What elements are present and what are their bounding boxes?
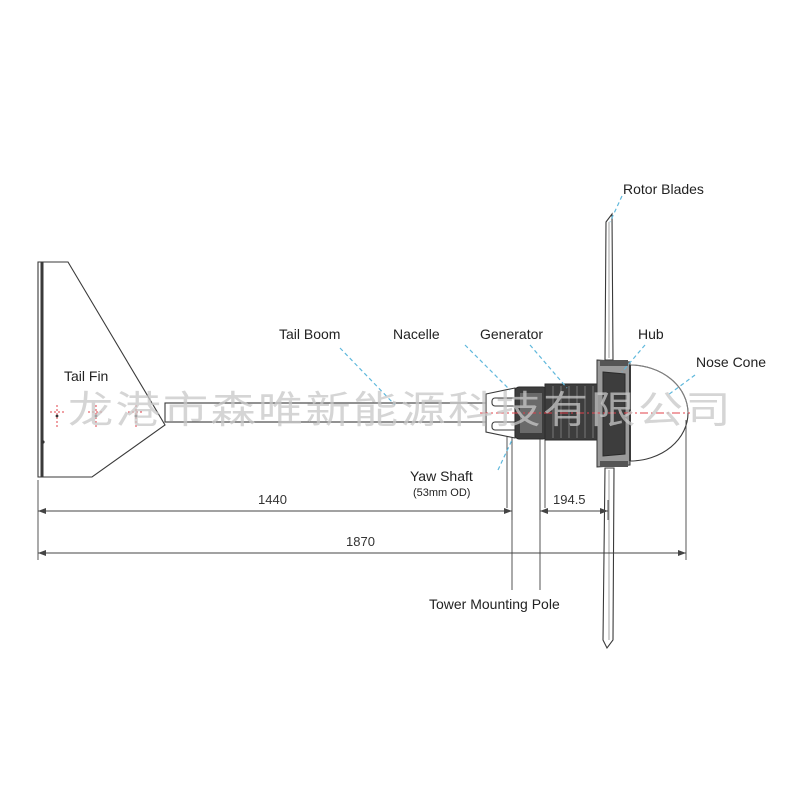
tail-fin-bolts bbox=[50, 405, 144, 427]
hub-label: Hub bbox=[638, 326, 664, 342]
tail-fin bbox=[37, 261, 166, 478]
nacelle bbox=[485, 386, 548, 440]
nose-cone-label: Nose Cone bbox=[696, 354, 766, 370]
dimension-1870: 1870 bbox=[346, 534, 375, 549]
dimension-1440: 1440 bbox=[258, 492, 287, 507]
dimension-lines bbox=[37, 420, 687, 560]
watermark: 龙港市森唯新能源科技有限公司 bbox=[68, 390, 733, 432]
tower-mounting-pole-label: Tower Mounting Pole bbox=[429, 596, 560, 612]
rotor-blades-label: Rotor Blades bbox=[623, 181, 704, 197]
nacelle-label: Nacelle bbox=[393, 326, 440, 342]
rotor-blades bbox=[602, 212, 615, 650]
leader-lines bbox=[339, 195, 696, 471]
yaw-shaft-label: Yaw Shaft bbox=[410, 468, 473, 484]
tail-fin-label: Tail Fin bbox=[64, 368, 108, 384]
yaw-shaft-note: (53mm OD) bbox=[413, 487, 470, 499]
tail-boom-label: Tail Boom bbox=[279, 326, 340, 342]
dimension-194-5: 194.5 bbox=[553, 492, 586, 507]
generator bbox=[544, 383, 598, 441]
generator-label: Generator bbox=[480, 326, 543, 342]
tower-mounting-pole bbox=[506, 425, 546, 590]
